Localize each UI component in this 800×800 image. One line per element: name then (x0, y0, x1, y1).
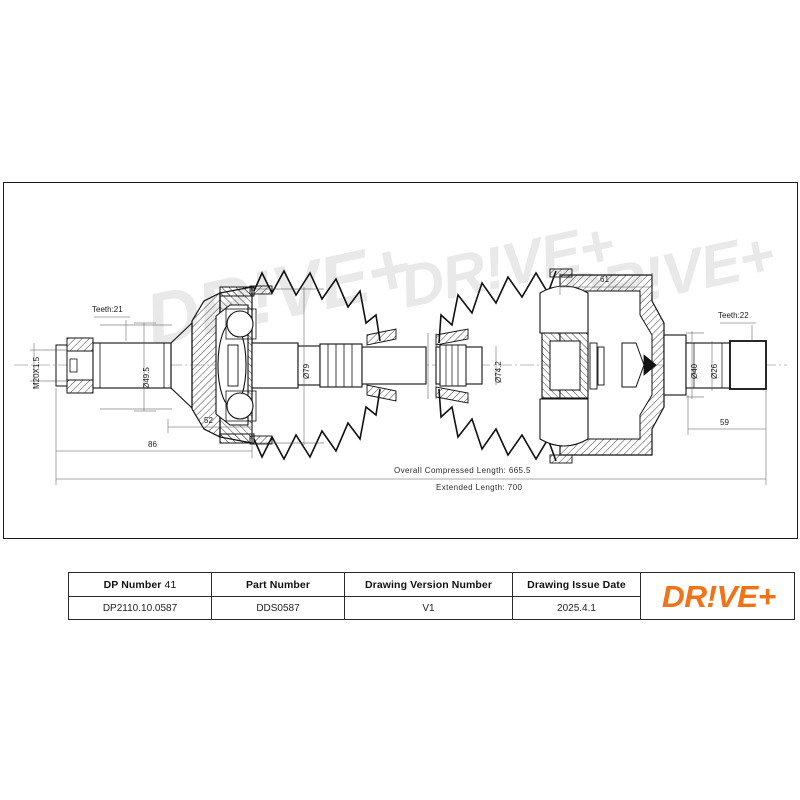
dim-61 (559, 273, 653, 295)
part-number-header-label: Part Number (245, 578, 311, 591)
label-dia-79: Ø79 (302, 363, 311, 379)
dim-dia-79 (256, 287, 324, 445)
part-number-header: Part Number (212, 573, 344, 597)
title-block-logo-cell: DR!VE+ (641, 573, 796, 619)
title-block-column-dp-number: DP Number 41 DP2110.10.0587 (69, 573, 212, 619)
label-dia-74-2: Ø74.2 (494, 361, 503, 383)
dp-number-value: DP2110.10.0587 (102, 602, 178, 614)
dim-52 (167, 419, 253, 433)
issue-date-header: Drawing Issue Date (513, 573, 640, 597)
driveshaft-assembly-drawing (14, 268, 787, 485)
dim-thread-left (30, 343, 44, 389)
right-tripod-joint (539, 274, 687, 456)
left-threaded-stub (44, 337, 94, 394)
center-bar-shaft (251, 333, 483, 399)
title-block-column-issue-date: Drawing Issue Date 2025.4.1 (513, 573, 641, 619)
left-cv-joint (191, 286, 257, 444)
dp-number-header-label: DP Number (103, 578, 162, 591)
label-dia-49-5: Ø49.5 (142, 367, 151, 389)
drawing-frame: DR!VE+ DR!VE+ DR!VE+ (3, 182, 798, 539)
drawing-version-value: V1 (422, 602, 435, 614)
drawing-version-header: Drawing Version Number (345, 573, 512, 597)
part-number-value: DDS0587 (256, 602, 300, 614)
title-block: DP Number 41 DP2110.10.0587 Part Number … (68, 572, 795, 620)
label-thread-left: M20X1.5 (32, 356, 41, 389)
drive-plus-logo: DR!VE+ (661, 578, 776, 614)
left-spline-shaft (92, 321, 193, 410)
leader-teeth-left (94, 316, 130, 341)
label-overall-compressed-length: Overall Compressed Length: 665.5 (394, 466, 531, 475)
label-len-52: 52 (204, 416, 213, 425)
label-teeth-right: Teeth:22 (718, 311, 749, 320)
label-len-61: 61 (600, 275, 609, 284)
right-spline-stub (685, 340, 767, 390)
title-block-column-part-number: Part Number DDS0587 (212, 573, 345, 619)
label-dia-26: Ø26 (710, 363, 719, 379)
dim-overall-length (55, 435, 767, 485)
dp-number-header-suffix: 41 (164, 578, 177, 591)
dim-86 (55, 388, 253, 458)
left-boot-bellows (249, 269, 397, 461)
dim-dia-49-5 (100, 322, 172, 412)
right-boot-bellows (435, 268, 573, 464)
title-block-column-drawing-version: Drawing Version Number V1 (345, 573, 513, 619)
label-len-59: 59 (720, 418, 729, 427)
label-len-86: 86 (148, 440, 157, 449)
label-extended-length: Extended Length: 700 (436, 483, 523, 492)
leader-teeth-right (720, 322, 756, 341)
dim-59 (687, 389, 767, 435)
drawing-version-header-label: Drawing Version Number (364, 578, 493, 591)
dp-number-header: DP Number 41 (69, 573, 211, 597)
dim-dia-40 (686, 331, 704, 399)
label-teeth-left: Teeth:21 (92, 305, 123, 314)
label-dia-40: Ø40 (690, 363, 699, 379)
issue-date-value: 2025.4.1 (557, 602, 596, 614)
issue-date-header-label: Drawing Issue Date (527, 578, 626, 591)
